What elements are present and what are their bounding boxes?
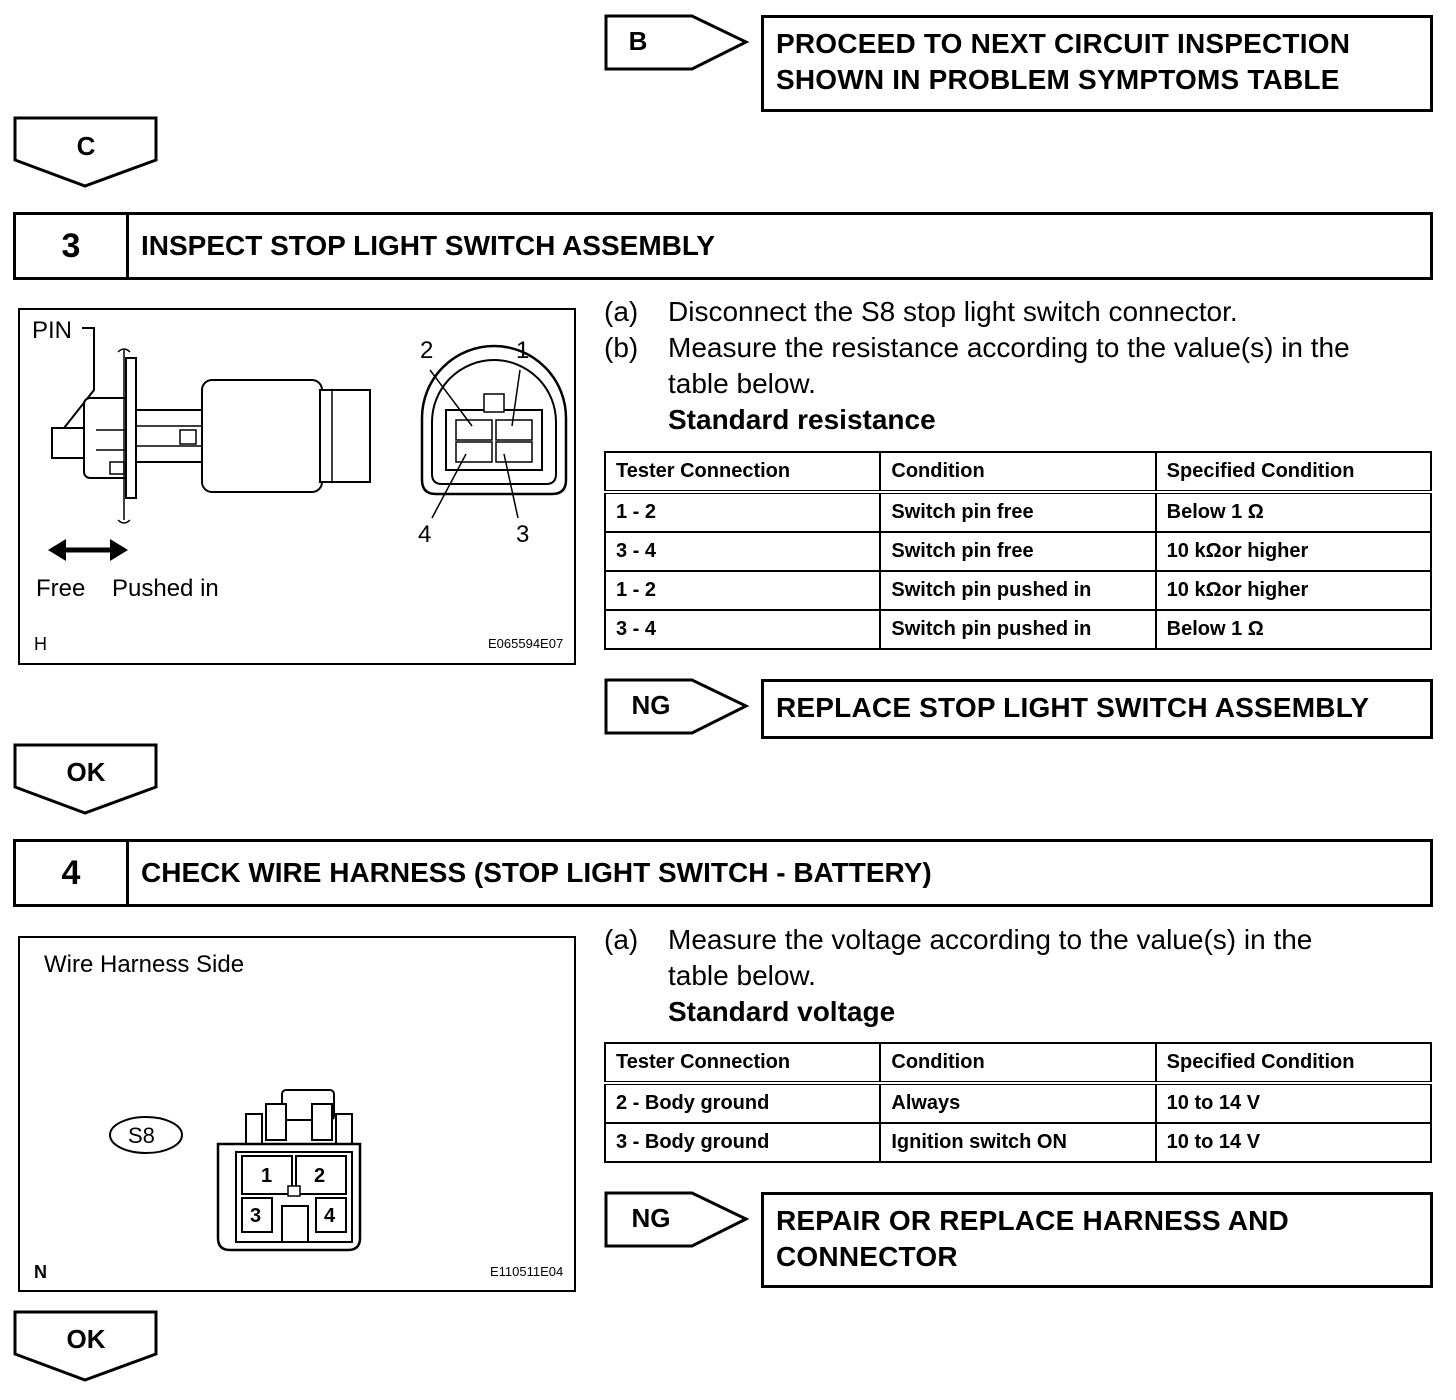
step3-ng-tag: NG <box>631 690 671 720</box>
step4-ng-action-box: REPAIR OR REPLACE HARNESS AND CONNECTOR <box>761 1192 1433 1288</box>
instr-b-text: Measure the resistance according to the … <box>668 332 1350 363</box>
table-header: Tester Connection <box>603 451 882 494</box>
switch-connector-face <box>420 344 568 519</box>
table-row: 3 - 4 Switch pin free 10 kΩor higher <box>603 531 1433 572</box>
step4-ng-arrow <box>604 1191 750 1248</box>
step4-ok-tag: OK <box>66 1324 106 1354</box>
voltage-table: Tester Connection Condition Specified Co… <box>603 1042 1433 1163</box>
pin-3-label: 3 <box>516 521 529 548</box>
instr-b-label: (b) <box>604 332 639 363</box>
table-cell: 2 - Body ground <box>603 1082 882 1124</box>
table-cell: 3 - 4 <box>603 531 882 572</box>
table-cell: 1 - 2 <box>603 570 882 611</box>
instr-a-text: Disconnect the S8 stop light switch conn… <box>668 296 1238 327</box>
table-cell: Below 1 Ω <box>1154 609 1433 650</box>
table-cell: Switch pin free <box>879 531 1157 572</box>
table-cell: 10 to 14 V <box>1154 1122 1433 1163</box>
pushed-in-label: Pushed in <box>112 575 219 602</box>
step3-ok-tag: OK <box>66 757 106 787</box>
wire-harness-diagram: Wire Harness Side S8 1 2 3 4 N E110511E0… <box>34 951 563 1282</box>
step3-ng-action: REPLACE STOP LIGHT SWITCH ASSEMBLY <box>776 692 1370 723</box>
pin-label: PIN <box>32 317 72 344</box>
table-row: 3 - Body ground Ignition switch ON 10 to… <box>603 1122 1433 1163</box>
standard-resistance-heading: Standard resistance <box>668 404 936 435</box>
table-cell: 3 - Body ground <box>603 1122 882 1163</box>
free-label: Free <box>36 575 85 602</box>
standard-voltage-heading: Standard voltage <box>668 996 896 1027</box>
pin-2-label: 2 <box>420 337 433 364</box>
instr-b-text-cont: table below. <box>668 368 816 399</box>
table-cell: Switch pin free <box>879 491 1157 533</box>
table-cell: 1 - 2 <box>603 491 882 533</box>
table-header: Specified Condition <box>1154 451 1433 494</box>
pin-4-label: 4 <box>418 521 431 548</box>
resistance-table: Tester Connection Condition Specified Co… <box>603 451 1433 650</box>
harness-pin-4: 4 <box>324 1205 336 1227</box>
table-row: 2 - Body ground Always 10 to 14 V <box>603 1082 1433 1124</box>
table-cell: Switch pin pushed in <box>879 609 1157 650</box>
step4-ng-action-line1: REPAIR OR REPLACE HARNESS AND <box>776 1205 1289 1236</box>
table-row: 1 - 2 Switch pin pushed in 10 kΩor highe… <box>603 570 1433 611</box>
table-header: Specified Condition <box>1154 1042 1433 1085</box>
step3-header: 3 INSPECT STOP LIGHT SWITCH ASSEMBLY <box>13 212 1433 280</box>
harness-pin-3: 3 <box>250 1205 261 1227</box>
wire-harness-side-label: Wire Harness Side <box>44 951 244 978</box>
figure-corner-letter: N <box>34 1262 47 1282</box>
harness-pin-2: 2 <box>314 1165 325 1187</box>
table-cell: 10 to 14 V <box>1154 1082 1433 1124</box>
table-row: 3 - 4 Switch pin pushed in Below 1 Ω <box>603 609 1433 650</box>
step4-title: CHECK WIRE HARNESS (STOP LIGHT SWITCH - … <box>141 857 932 888</box>
instr-a-text: Measure the voltage according to the val… <box>668 924 1313 955</box>
b-branch-action-box: PROCEED TO NEXT CIRCUIT INSPECTION SHOWN… <box>761 15 1433 112</box>
table-cell: Always <box>879 1082 1157 1124</box>
table-cell: Below 1 Ω <box>1154 491 1433 533</box>
table-cell: 10 kΩor higher <box>1154 570 1433 611</box>
table-header-row: Tester Connection Condition Specified Co… <box>603 1042 1433 1085</box>
step4-instructions: (a) Measure the voltage according to the… <box>604 922 1434 1030</box>
step4-figure: Wire Harness Side S8 1 2 3 4 N E110511E0… <box>18 936 576 1292</box>
table-header: Tester Connection <box>603 1042 882 1085</box>
table-cell: 10 kΩor higher <box>1154 531 1433 572</box>
instr-a-text-cont: table below. <box>668 960 816 991</box>
table-cell: Ignition switch ON <box>879 1122 1157 1163</box>
figure-code: E065594E07 <box>488 636 563 651</box>
pin-1-label: 1 <box>516 337 529 364</box>
step3-figure: PIN Free Pushed in <box>18 308 576 665</box>
table-header: Condition <box>879 451 1157 494</box>
figure-corner-letter: H <box>34 634 47 654</box>
harness-pin-1: 1 <box>261 1165 272 1187</box>
table-row: 1 - 2 Switch pin free Below 1 Ω <box>603 491 1433 533</box>
step3-ng-action-box: REPLACE STOP LIGHT SWITCH ASSEMBLY <box>761 679 1433 739</box>
table-header-row: Tester Connection Condition Specified Co… <box>603 451 1433 494</box>
step3-ok-arrow <box>13 743 158 815</box>
instr-a-label: (a) <box>604 296 639 327</box>
step3-title: INSPECT STOP LIGHT SWITCH ASSEMBLY <box>141 230 716 261</box>
step4-number: 4 <box>16 842 129 904</box>
c-flow-tag: C <box>76 131 96 161</box>
figure-code: E110511E04 <box>490 1264 563 1279</box>
harness-connector <box>216 1089 362 1252</box>
step4-ng-action-line2: CONNECTOR <box>776 1241 958 1272</box>
b-branch-arrow <box>604 14 750 71</box>
stop-light-switch-diagram: PIN Free Pushed in <box>32 317 568 654</box>
instr-a-label: (a) <box>604 924 639 955</box>
step3-number: 3 <box>16 215 129 277</box>
step3-instructions: (a) Disconnect the S8 stop light switch … <box>604 294 1434 438</box>
step3-ng-arrow <box>604 678 750 735</box>
b-action-line2: SHOWN IN PROBLEM SYMPTOMS TABLE <box>776 64 1340 95</box>
step4-ok-arrow <box>13 1310 158 1382</box>
c-flow-arrow <box>13 116 158 188</box>
table-header: Condition <box>879 1042 1157 1085</box>
connector-s8-label: S8 <box>128 1123 155 1148</box>
table-cell: Switch pin pushed in <box>879 570 1157 611</box>
table-cell: 3 - 4 <box>603 609 882 650</box>
step4-ng-tag: NG <box>631 1203 671 1233</box>
step4-header: 4 CHECK WIRE HARNESS (STOP LIGHT SWITCH … <box>13 839 1433 907</box>
b-action-line1: PROCEED TO NEXT CIRCUIT INSPECTION <box>776 28 1351 59</box>
free-pushed-arrow-icon <box>48 539 128 561</box>
b-branch-tag: B <box>628 26 648 56</box>
